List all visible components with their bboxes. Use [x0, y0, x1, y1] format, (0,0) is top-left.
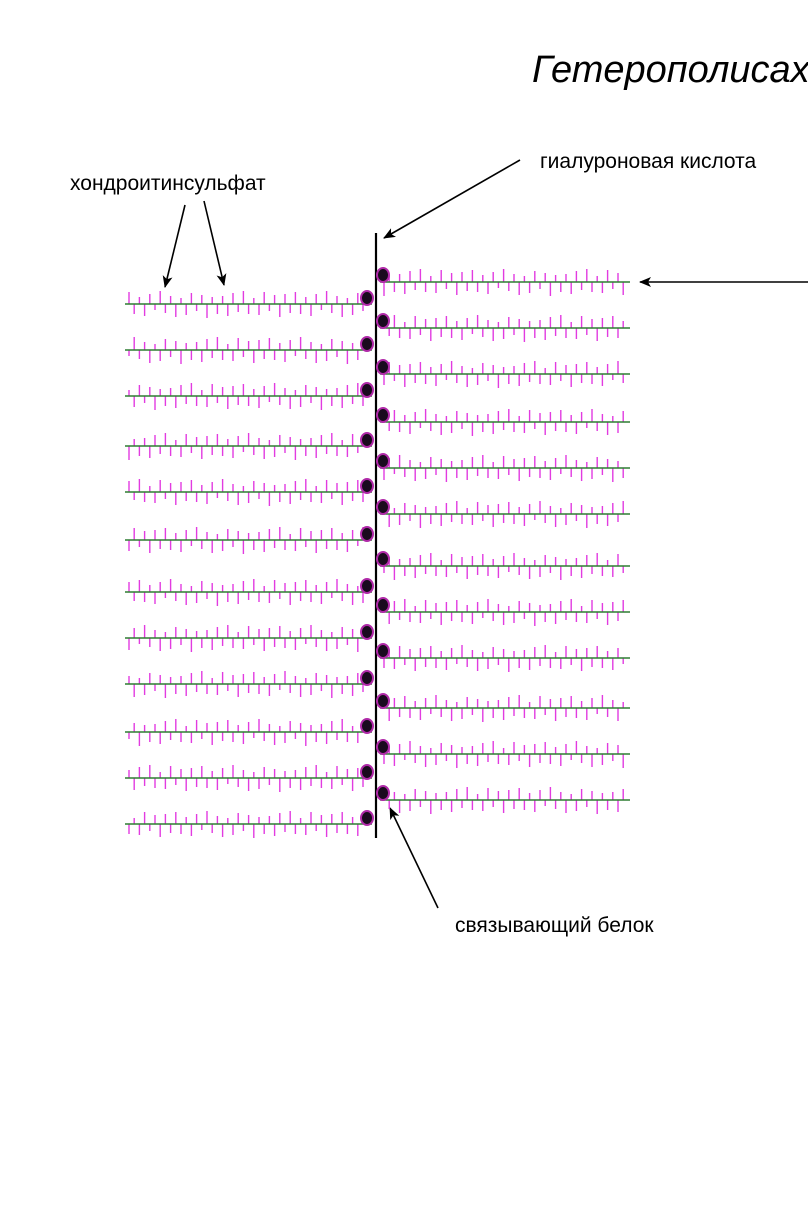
- link-protein-dot: [376, 693, 390, 709]
- left-side-chain: [125, 479, 372, 506]
- right-side-chains: [376, 267, 630, 814]
- link-protein-dot: [376, 359, 390, 375]
- left-side-chain: [125, 625, 372, 652]
- link-protein-dot: [360, 670, 374, 686]
- right-side-chain: [380, 455, 630, 482]
- link-protein-dot: [360, 432, 374, 448]
- right-side-chain: [380, 645, 630, 672]
- arrow-chondroitin-1: [162, 204, 186, 288]
- arrow-link-protein: [389, 807, 439, 909]
- right-side-chain: [380, 741, 630, 768]
- right-side-chain: [380, 361, 630, 388]
- left-side-chain: [125, 383, 372, 410]
- right-side-chain: [380, 315, 630, 342]
- link-protein-dot: [360, 336, 374, 352]
- link-protein-dot: [376, 739, 390, 755]
- label-hyaluronic-acid: гиалуроновая кислота: [540, 150, 757, 173]
- link-protein-dot: [360, 290, 374, 306]
- left-side-chain: [125, 291, 372, 318]
- right-side-chain: [380, 269, 630, 296]
- right-side-chain: [380, 501, 630, 528]
- left-side-chain: [125, 527, 372, 554]
- label-chondroitin-sulfate: хондроитинсульфат: [70, 172, 266, 195]
- link-protein-dot: [376, 597, 390, 613]
- left-side-chain: [125, 765, 372, 792]
- right-side-chain: [380, 787, 630, 814]
- link-protein-dot: [376, 453, 390, 469]
- left-side-chain: [125, 433, 372, 460]
- left-side-chain: [125, 337, 372, 364]
- right-side-chain: [380, 599, 630, 626]
- link-protein-dot: [376, 267, 390, 283]
- link-protein-dot: [360, 810, 374, 826]
- link-protein-dot: [376, 313, 390, 329]
- arrow-hyaluronic-acid: [383, 159, 521, 239]
- right-side-chain: [380, 553, 630, 580]
- link-protein-dot: [376, 785, 390, 801]
- link-protein-dot: [376, 499, 390, 515]
- link-protein-dot: [376, 643, 390, 659]
- link-protein-dot: [360, 382, 374, 398]
- left-side-chain: [125, 579, 372, 606]
- link-protein-dot: [360, 624, 374, 640]
- left-side-chains: [125, 290, 374, 838]
- label-link-protein: связывающий белок: [455, 914, 654, 937]
- link-protein-dot: [360, 718, 374, 734]
- left-side-chain: [125, 811, 372, 838]
- link-protein-dot: [360, 578, 374, 594]
- left-side-chain: [125, 671, 372, 698]
- link-protein-dot: [360, 478, 374, 494]
- diagram-title: Гетерополисахариды: [532, 49, 808, 91]
- link-protein-dot: [360, 764, 374, 780]
- link-protein-dot: [376, 551, 390, 567]
- link-protein-dot: [376, 407, 390, 423]
- left-side-chain: [125, 719, 372, 746]
- arrow-chondroitin-2: [203, 200, 227, 286]
- right-side-chain: [380, 409, 630, 436]
- right-side-chain: [380, 695, 630, 722]
- link-protein-dot: [360, 526, 374, 542]
